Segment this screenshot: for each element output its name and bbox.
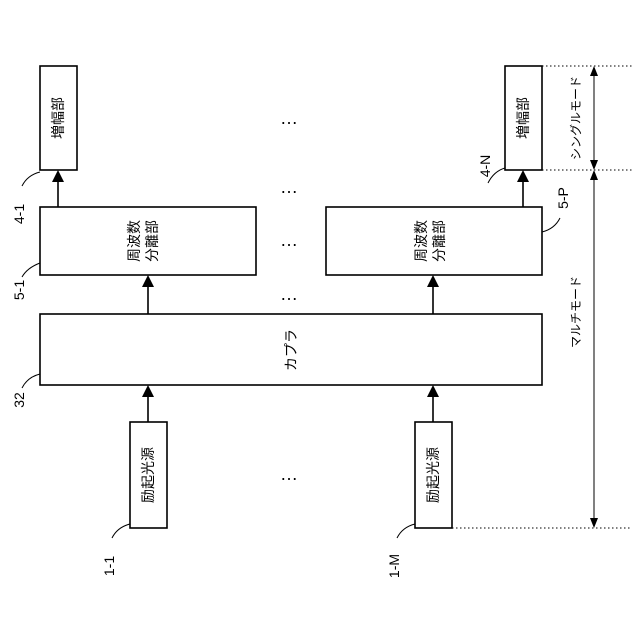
ref-label-4-1: 4-1 [11,204,27,224]
arrow-source1-to-coupler [142,385,154,422]
ref-label-4-N: 4-N [477,155,493,178]
excitation-source-label-last: 励起光源 [426,447,442,503]
ref-label-5-1: 5-1 [11,280,27,300]
frequency-separator-block-last: 周波数 分離部 [326,207,542,275]
coupler-label: カプラ [284,329,300,371]
ellipsis-separators: … [280,230,300,250]
single-mode-label: シングルモード [569,76,583,160]
frequency-separator-label-last-line2: 分離部 [431,220,448,262]
amplifier-label-last: 増幅部 [516,97,532,139]
frequency-separator-label-first-line1: 周波数 [127,220,143,262]
ref-src-last: 1-M [386,524,415,578]
arrow-coupler-to-separatorP [427,275,439,314]
excitation-source-label-first: 励起光源 [141,447,157,503]
ref-label-32: 32 [11,392,27,408]
ref-amp-last: 4-N [477,155,505,183]
ref-label-1-M: 1-M [386,554,402,578]
single-mode-range-arrow: シングルモード [569,66,598,170]
ellipsis-sources: … [280,464,300,484]
ellipsis-amplifiers: … [280,108,300,128]
frequency-separator-block-first: 周波数 分離部 [40,207,256,275]
arrow-sourceM-to-coupler [427,385,439,422]
ref-coupler: 32 [11,374,40,408]
multi-mode-label: マルチモード [569,276,583,348]
ref-label-1-1: 1-1 [101,556,117,576]
ref-sep-first: 5-1 [11,263,40,300]
arrow-separator1-to-amp1 [52,170,64,207]
arrow-separatorP-to-ampN [517,170,529,207]
frequency-separator-label-last-line1: 周波数 [414,220,430,262]
ellipsis-below-separators: … [280,284,300,304]
multi-mode-range-arrow: マルチモード [569,170,598,528]
excitation-source-block-first: 励起光源 [130,422,167,528]
amplifier-block-last: 増幅部 [505,66,542,170]
frequency-separator-label-first-line2: 分離部 [144,220,161,262]
arrow-coupler-to-separator1 [142,275,154,314]
amplifier-label-first: 増幅部 [51,97,67,139]
ref-src-first: 1-1 [101,524,130,576]
coupler-block: カプラ [40,314,542,385]
ref-label-5-P: 5-P [555,187,571,209]
excitation-source-block-last: 励起光源 [415,422,452,528]
amplifier-block-first: 増幅部 [40,66,77,170]
ellipsis-between-rows: … [280,177,300,197]
ref-amp-first: 4-1 [11,172,40,224]
ref-sep-last: 5-P [542,187,571,232]
